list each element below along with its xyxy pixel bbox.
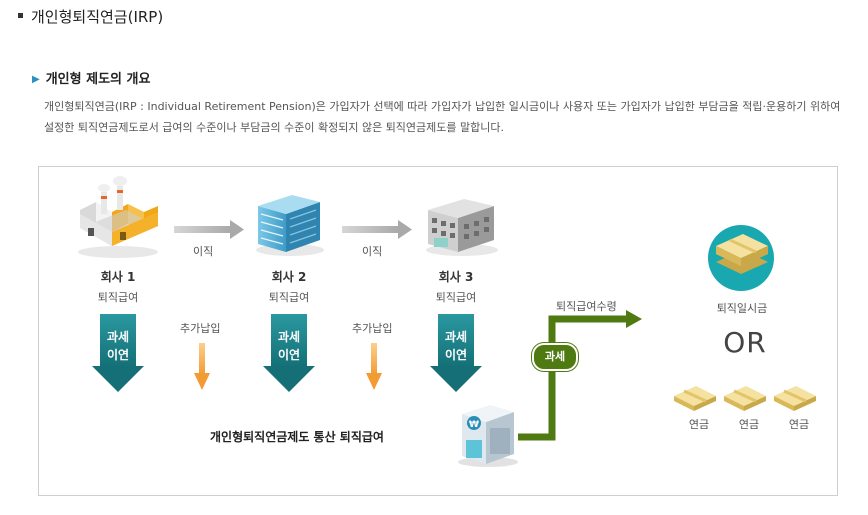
tax-deferral-line2: 이연 xyxy=(277,348,301,362)
annuity-money-icon-3 xyxy=(774,386,816,411)
company-1-benefit: 퇴직급여 xyxy=(97,291,139,304)
transfer-arrow-2 xyxy=(342,220,412,239)
gray-building-icon xyxy=(426,199,498,256)
annuity-label-1: 연금 xyxy=(688,418,710,431)
section-title: ▶ 개인형 제도의 개요 xyxy=(32,68,150,87)
tax-deferral-text-2: 과세 이연 xyxy=(267,328,311,364)
tax-deferral-text-3: 과세 이연 xyxy=(434,328,478,364)
tax-deferral-text-1: 과세 이연 xyxy=(96,328,140,364)
company-3-benefit: 퇴직급여 xyxy=(435,291,477,304)
annuity-money-icon-1 xyxy=(674,386,716,411)
lump-sum-money-icon xyxy=(708,225,774,291)
extra-payment-label-2: 추가납입 xyxy=(352,322,393,335)
company-1-name: 회사 1 xyxy=(100,270,136,284)
tax-badge: 과세 xyxy=(532,343,578,371)
factory-icon xyxy=(78,176,158,258)
transfer-label-2: 이직 xyxy=(362,245,383,258)
or-label: OR xyxy=(723,326,767,359)
page-title: 개인형퇴직연금(IRP) xyxy=(18,6,163,27)
annuity-label-2: 연금 xyxy=(738,418,760,431)
tax-deferral-line1: 과세 xyxy=(277,330,301,344)
tax-deferral-arrow-3 xyxy=(430,314,482,392)
bank-building-icon: ₩ xyxy=(458,405,518,467)
office-building-icon xyxy=(256,195,324,256)
extra-payment-arrow-1 xyxy=(194,343,210,390)
benefit-receipt-label: 퇴직급여수령 xyxy=(556,300,617,313)
company-3-name: 회사 3 xyxy=(438,270,474,284)
triangle-bullet-icon: ▶ xyxy=(32,74,40,85)
tax-deferral-arrow-2 xyxy=(263,314,315,392)
company-2-benefit: 퇴직급여 xyxy=(268,291,310,304)
annuity-money-icon-2 xyxy=(724,386,766,411)
section-title-text: 개인형 제도의 개요 xyxy=(45,72,151,87)
annuity-label-3: 연금 xyxy=(788,418,810,431)
payout-path-arrow xyxy=(518,310,642,441)
company-2-name: 회사 2 xyxy=(271,270,307,284)
lump-sum-label: 퇴직일시금 xyxy=(716,302,768,315)
tax-deferral-line1: 과세 xyxy=(444,330,468,344)
page-title-text: 개인형퇴직연금(IRP) xyxy=(31,8,164,26)
irp-integrated-label: 개인형퇴직연금제도 통산 퇴직급여 xyxy=(210,430,384,444)
tax-deferral-line1: 과세 xyxy=(106,330,130,344)
extra-payment-arrow-2 xyxy=(366,343,382,390)
tax-deferral-line2: 이연 xyxy=(106,348,130,362)
tax-deferral-line2: 이연 xyxy=(444,348,468,362)
extra-payment-label-1: 추가납입 xyxy=(180,322,221,335)
square-bullet-icon xyxy=(18,13,23,18)
description-text: 개인형퇴직연금(IRP : Individual Retirement Pens… xyxy=(44,100,841,134)
transfer-label-1: 이직 xyxy=(193,245,214,258)
transfer-arrow-1 xyxy=(174,220,244,239)
svg-text:₩: ₩ xyxy=(469,420,479,430)
tax-deferral-arrow-1 xyxy=(92,314,144,392)
